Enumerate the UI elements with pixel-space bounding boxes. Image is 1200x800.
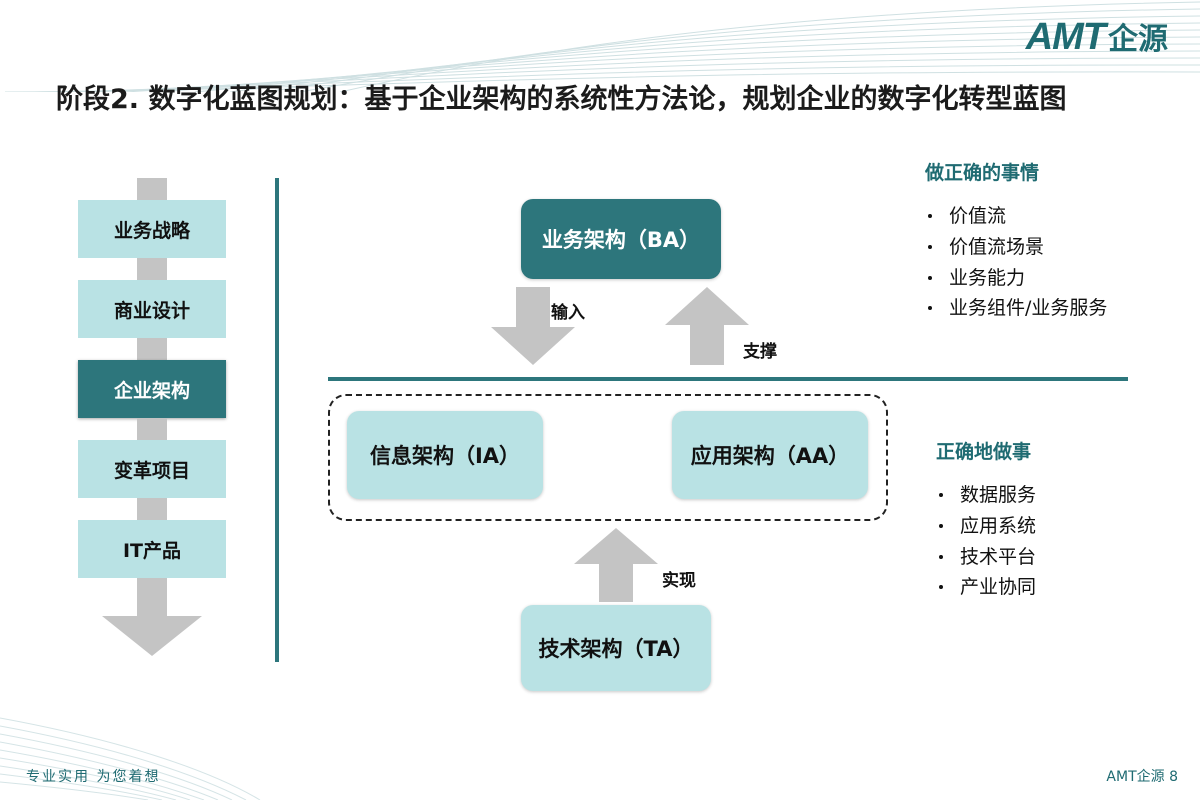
chain-connector xyxy=(137,418,167,440)
node-business-architecture[interactable]: 业务架构（BA） xyxy=(521,199,721,279)
chain-step-label: 变革项目 xyxy=(113,459,190,482)
footer-tagline: 专业实用 为您着想 xyxy=(26,769,161,785)
input-down-arrow-icon xyxy=(491,287,575,365)
dashed-group-container xyxy=(328,394,888,521)
vertical-divider xyxy=(275,178,279,662)
list-item: 业务组件/业务服务 xyxy=(925,293,1185,324)
chain-down-arrow-icon xyxy=(102,578,202,656)
chain-connector xyxy=(137,498,167,520)
list-item: 应用系统 xyxy=(936,511,1196,542)
node-application-architecture[interactable]: 应用架构（AA） xyxy=(672,411,868,499)
amt-logo: AMT 企源 xyxy=(1026,14,1168,59)
list-item: 产业协同 xyxy=(936,572,1196,603)
side-panel-do-things-right: 正确地做事 数据服务 应用系统 技术平台 产业协同 xyxy=(936,437,1196,603)
node-label: 信息架构（IA） xyxy=(369,444,521,468)
logo-wordmark: AMT xyxy=(1025,16,1106,58)
side-panel-heading: 正确地做事 xyxy=(936,441,1032,463)
chain-connector xyxy=(137,338,167,360)
node-technology-architecture[interactable]: 技术架构（TA） xyxy=(521,605,711,691)
chain-connector xyxy=(137,178,167,200)
list-item: 价值流 xyxy=(925,201,1185,232)
chain-step-label: 业务战略 xyxy=(113,219,190,242)
page-title: 阶段2. 数字化蓝图规划：基于企业架构的系统性方法论，规划企业的数字化转型蓝图 xyxy=(56,84,1067,115)
node-information-architecture[interactable]: 信息架构（IA） xyxy=(347,411,543,499)
chain-step-enterprise-architecture[interactable]: 企业架构 xyxy=(78,360,226,418)
support-up-arrow-icon xyxy=(665,287,749,365)
logo-wordmark-cn: 企源 xyxy=(1108,22,1168,57)
process-chain: 业务战略 商业设计 企业架构 变革项目 IT产品 xyxy=(78,178,226,656)
chain-step-it-product[interactable]: IT产品 xyxy=(78,520,226,578)
arrow-label-support: 支撑 xyxy=(743,342,777,362)
side-panel-list: 价值流 价值流场景 业务能力 业务组件/业务服务 xyxy=(925,201,1185,324)
footer-credit: AMT企源 8 xyxy=(1106,769,1178,785)
chain-step-label: 企业架构 xyxy=(113,379,190,402)
horizontal-divider xyxy=(328,377,1128,381)
chain-step-business-strategy[interactable]: 业务战略 xyxy=(78,200,226,258)
arrow-label-realize: 实现 xyxy=(662,571,696,591)
chain-step-label: IT产品 xyxy=(122,539,182,562)
list-item: 技术平台 xyxy=(936,542,1196,573)
list-item: 数据服务 xyxy=(936,480,1196,511)
arrow-label-input: 输入 xyxy=(551,303,585,323)
list-item: 业务能力 xyxy=(925,263,1185,294)
chain-step-transformation-project[interactable]: 变革项目 xyxy=(78,440,226,498)
node-label: 技术架构（TA） xyxy=(538,637,694,661)
side-panel-heading: 做正确的事情 xyxy=(925,162,1040,184)
side-panel-list: 数据服务 应用系统 技术平台 产业协同 xyxy=(936,480,1196,603)
list-item: 价值流场景 xyxy=(925,232,1185,263)
chain-step-business-design[interactable]: 商业设计 xyxy=(78,280,226,338)
chain-connector xyxy=(137,258,167,280)
node-label: 应用架构（AA） xyxy=(690,444,850,468)
node-label: 业务架构（BA） xyxy=(541,228,701,252)
chain-step-label: 商业设计 xyxy=(113,299,190,322)
realize-up-arrow-icon xyxy=(574,528,658,602)
side-panel-do-right-things: 做正确的事情 价值流 价值流场景 业务能力 业务组件/业务服务 xyxy=(925,158,1185,324)
